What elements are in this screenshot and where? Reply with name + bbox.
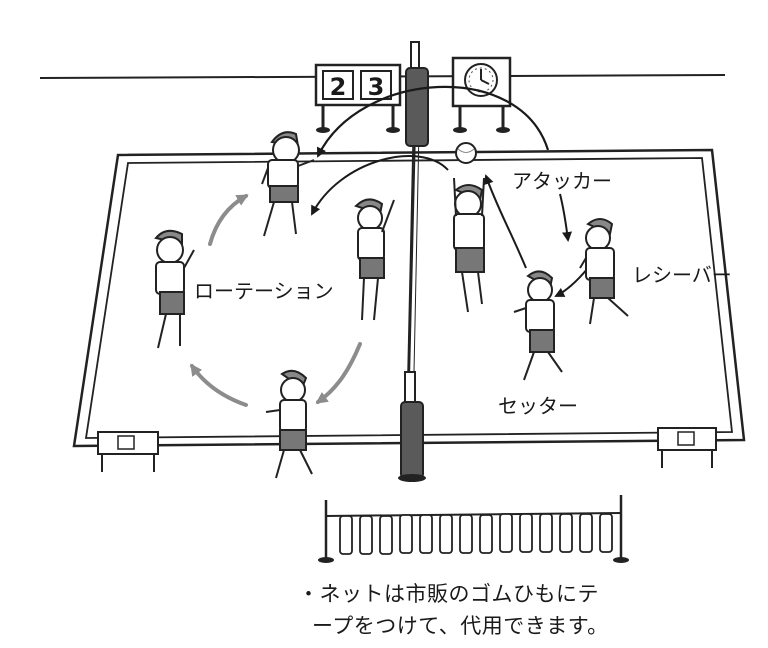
player-left (154, 229, 195, 349)
bench-right (657, 427, 717, 468)
volleyball (455, 142, 477, 164)
player-center-back (354, 198, 395, 321)
attack-arc (317, 85, 550, 158)
rotation-arrows (190, 194, 362, 407)
note-line-1: ・ネットは市販のゴムひもにテ (298, 582, 599, 606)
play-arrows (311, 155, 589, 297)
court (72, 148, 746, 448)
label-rotation: ローテーション (194, 279, 334, 303)
clock-icon (464, 63, 498, 97)
label-setter: セッター (498, 394, 578, 418)
player-attacker (453, 177, 485, 313)
bench-left (97, 431, 159, 472)
score-digit-right: 3 (368, 73, 385, 101)
player-setter (513, 270, 563, 381)
clock-stand (451, 56, 512, 133)
document-icon (677, 431, 695, 446)
label-attacker: アタッカー (512, 169, 612, 193)
tape-strips (339, 513, 613, 555)
score-digit-left: 2 (330, 73, 347, 101)
note-line-2: ープをつけて、代用できます。 (312, 614, 609, 638)
net-post (398, 41, 429, 482)
label-receiver: レシーバー (632, 263, 732, 287)
scoreboard: 2 3 (314, 63, 402, 133)
player-back-left (261, 131, 315, 237)
rubber-band-net-illustration (318, 495, 629, 563)
document-icon (117, 435, 135, 450)
player-front-left (265, 369, 313, 479)
player-receiver (579, 218, 629, 325)
